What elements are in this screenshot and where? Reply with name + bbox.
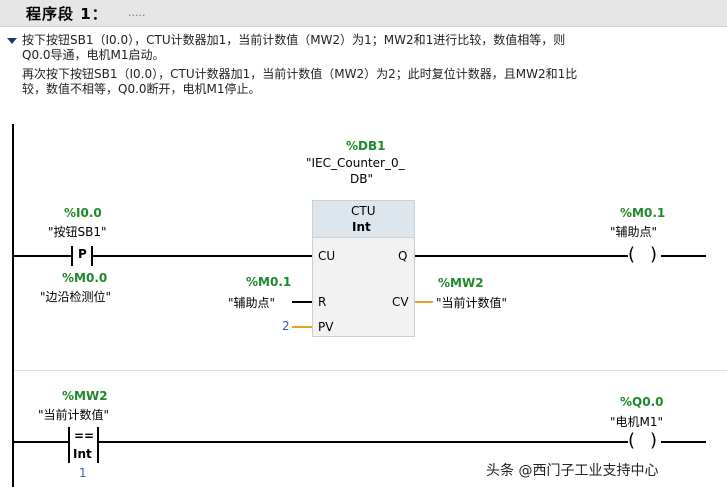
coil1-tag[interactable]: "辅助点" [610,225,658,239]
wire-pv-input [292,326,312,328]
reset-address[interactable]: %M0.1 [246,275,292,289]
ctu-block-header[interactable] [312,200,415,238]
coil1-left-paren[interactable]: ( [628,244,636,265]
contact-left-bar[interactable] [71,246,73,266]
segment-title: 程序段 1： [26,5,108,23]
wire-rail-to-contact [14,255,71,257]
compare-datatype[interactable]: Int [73,447,92,461]
compare-tag[interactable]: "当前计数值" [38,408,110,422]
collapse-arrow-icon[interactable] [7,38,17,44]
contact-address[interactable]: %I0.0 [64,206,102,220]
pv-value[interactable]: 2 [282,319,290,333]
compare-value[interactable]: 1 [79,466,87,480]
db-name-line1[interactable]: "IEC_Counter_0_ [306,156,405,170]
left-power-rail [12,124,14,487]
ctu-pin-r: R [318,295,327,309]
wire-cv-output [415,301,433,303]
coil2-left-paren[interactable]: ( [628,430,636,451]
reset-tag[interactable]: "辅助点" [228,296,276,310]
compare-right-bar[interactable] [97,427,99,463]
network-separator [14,370,727,371]
cv-address[interactable]: %MW2 [438,276,484,290]
coil1-address[interactable]: %M0.1 [620,206,666,220]
contact-right-bar[interactable] [91,246,93,266]
compare-address[interactable]: %MW2 [62,389,108,403]
ctu-pin-cv: CV [392,295,409,309]
watermark-text: 头条 @西门子工业支持中心 [486,463,659,479]
wire-coil1-to-end [661,255,706,257]
wire-compare-to-coil [99,441,628,443]
ctu-pin-q: Q [398,249,408,263]
ctu-type-label: CTU [351,204,376,218]
ctu-datatype-label[interactable]: Int [352,220,371,234]
comment-line-2: Q0.0导通，电机M1启动。 [22,48,165,62]
segment-header[interactable] [0,0,727,27]
comment-line-1: 按下按钮SB1（I0.0），CTU计数器加1，当前计数值（MW2）为1；MW2和… [22,33,566,47]
ctu-pin-cu: CU [318,249,336,263]
p-contact-symbol[interactable]: P [78,247,87,261]
wire-contact-to-cu [93,255,312,257]
coil2-right-paren[interactable]: ) [650,430,658,451]
wire-rail-to-compare [14,441,68,443]
wire-q-to-coil [415,255,628,257]
db-name-line2[interactable]: DB" [350,172,373,186]
ctu-pin-pv: PV [318,320,334,334]
coil2-address[interactable]: %Q0.0 [620,395,664,409]
compare-operator[interactable]: == [74,429,95,443]
segment-title-placeholder[interactable]: ..... [128,6,146,19]
coil1-right-paren[interactable]: ) [650,244,658,265]
comment-line-4: 较，数值不相等，Q0.0断开，电机M1停止。 [22,82,261,96]
contact-tag[interactable]: "按钮SB1" [48,225,107,239]
wire-coil2-to-end [661,441,706,443]
comment-line-3: 再次按下按钮SB1（I0.0），CTU计数器加1，当前计数值（MW2）为2；此时… [22,67,578,81]
db-address[interactable]: %DB1 [346,139,386,153]
wire-reset-input [292,301,312,303]
compare-left-bar[interactable] [68,427,70,463]
cv-tag[interactable]: "当前计数值" [436,296,508,310]
edge-bit-address[interactable]: %M0.0 [62,271,108,285]
edge-bit-tag[interactable]: "边沿检测位" [40,290,112,304]
coil2-tag[interactable]: "电机M1" [610,415,664,429]
